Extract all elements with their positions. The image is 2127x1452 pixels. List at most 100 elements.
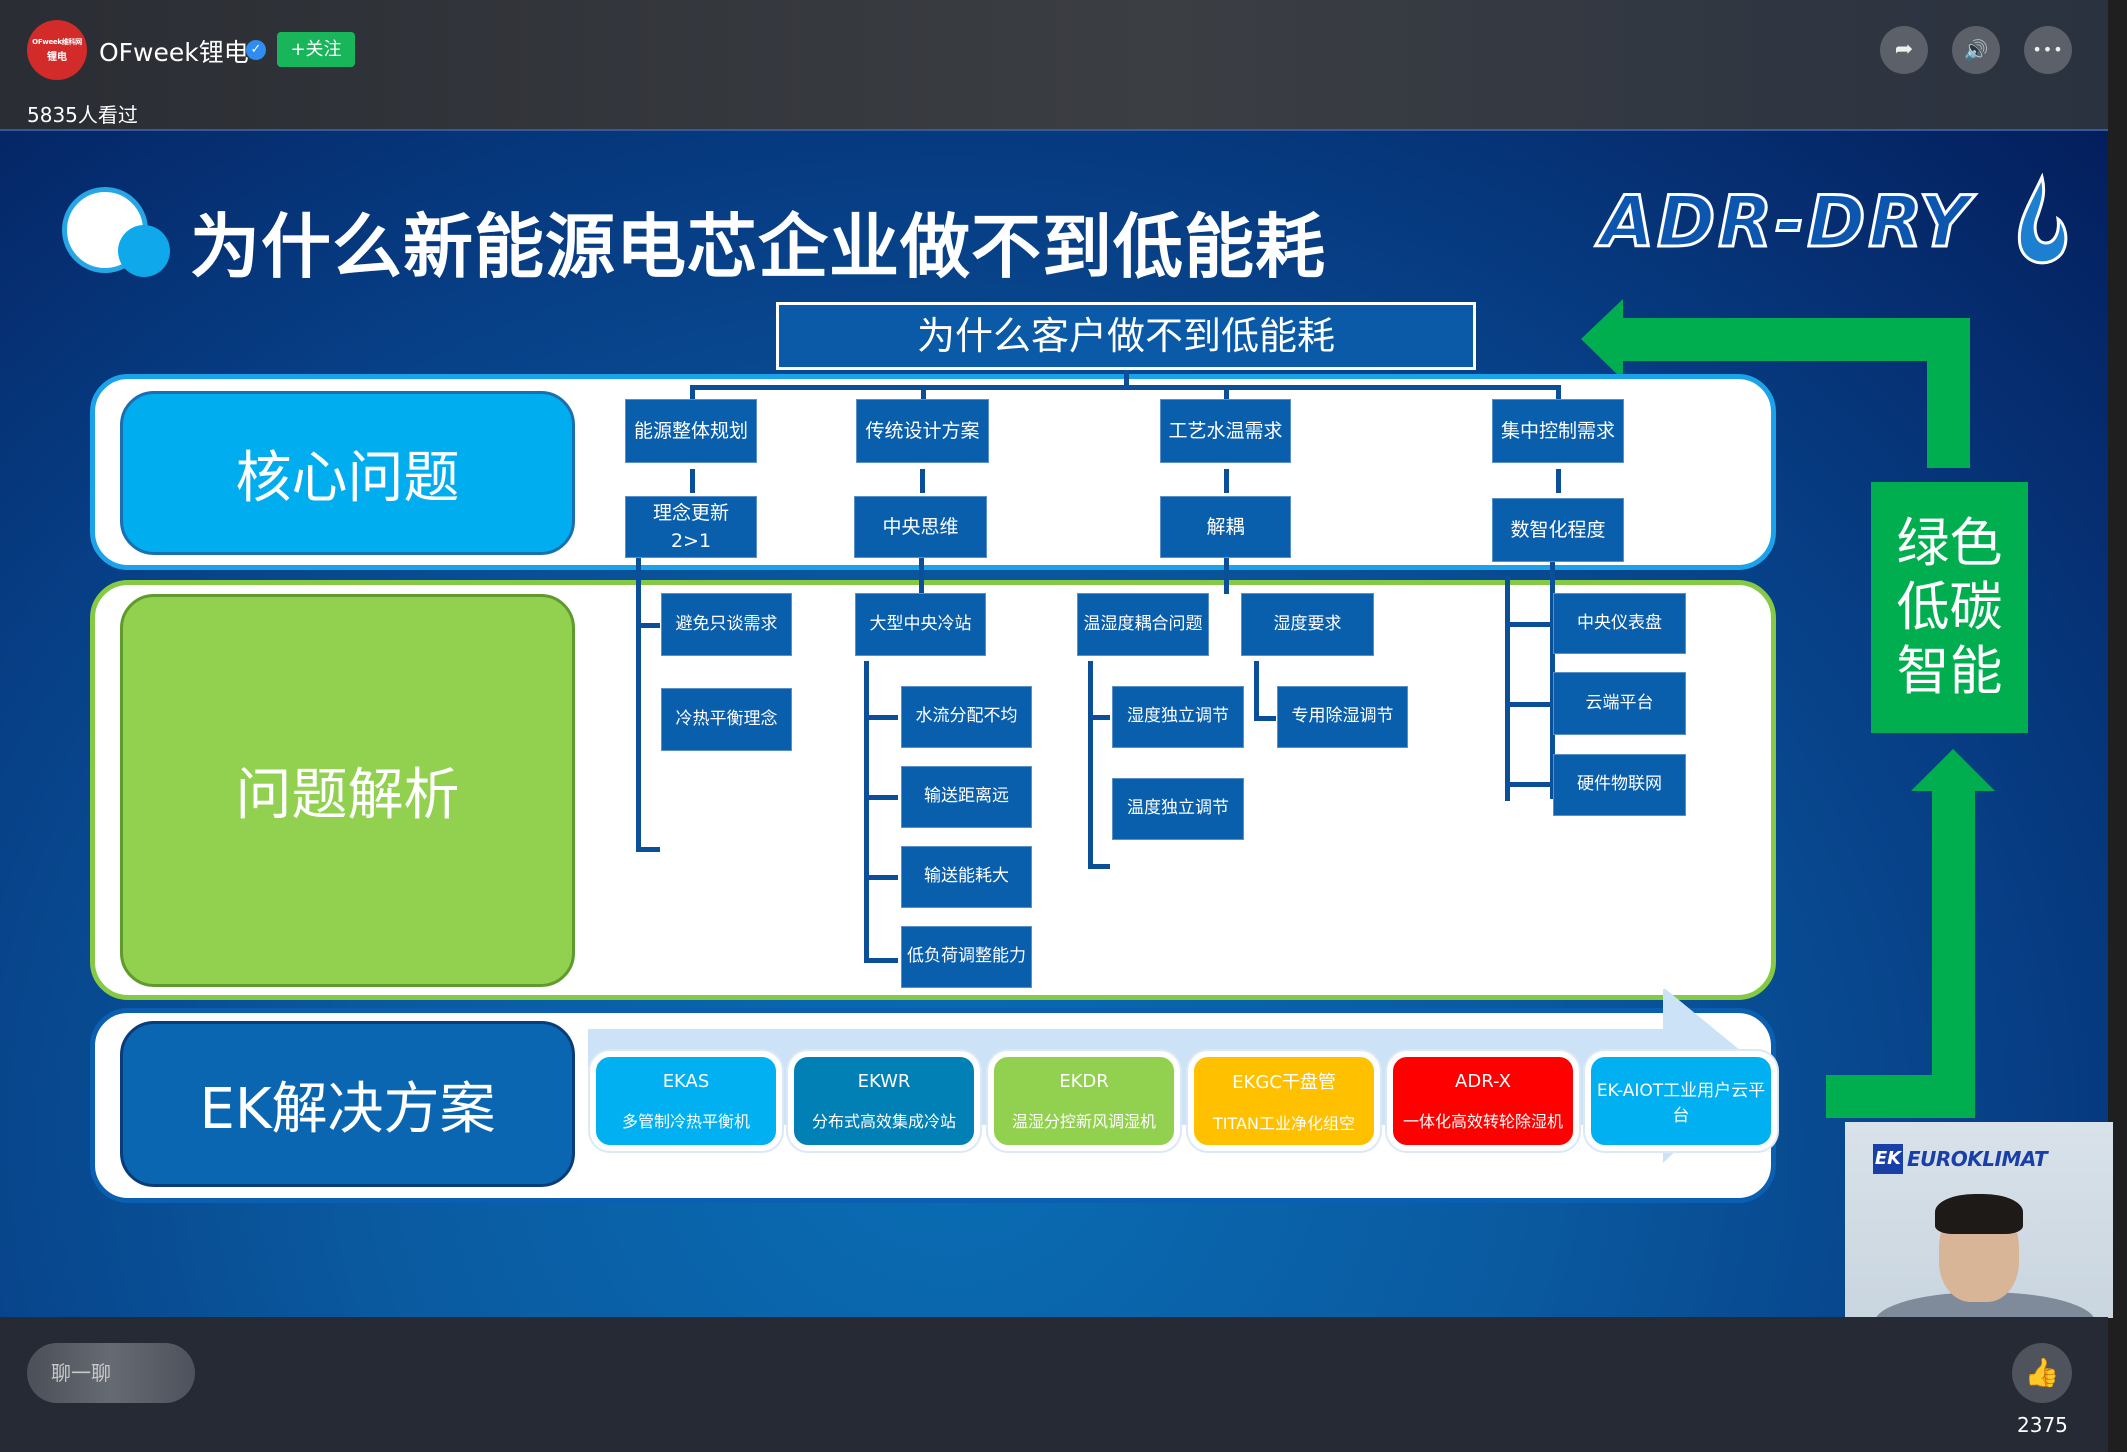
core-node-top: 集中控制需求 [1492, 399, 1624, 463]
analysis-node: 输送距离远 [901, 766, 1032, 828]
connector-line [921, 385, 926, 401]
solution-desc: 分布式高效集成冷站 [811, 1111, 956, 1131]
like-button[interactable]: 👍 [2012, 1343, 2072, 1403]
solution-card-ekas: EKAS 多管制冷热平衡机 [590, 1051, 782, 1151]
solution-code: EKWR [857, 1070, 911, 1092]
adr-dry-logo: ADR-DRY [1599, 180, 1973, 265]
connector-line [1088, 715, 1110, 720]
analysis-node-head: 大型中央冷站 [855, 593, 986, 656]
core-label: 核心问题 [120, 391, 575, 555]
connector-line [1088, 864, 1110, 869]
connector-line [1505, 782, 1551, 787]
chat-input-button[interactable]: 聊一聊 [27, 1343, 195, 1403]
core-node-bottom: 理念更新 2>1 [625, 496, 757, 558]
connector-line [690, 469, 695, 493]
core-node-bottom: 解耦 [1160, 496, 1291, 558]
connector-line [1224, 385, 1229, 401]
view-count: 5835人看过 [27, 103, 138, 127]
solution-desc: TITAN工业净化组空 [1213, 1114, 1355, 1133]
like-count: 2375 [2017, 1413, 2068, 1437]
more-icon: ••• [2032, 40, 2064, 59]
analysis-node: 云端平台 [1553, 672, 1686, 735]
analysis-node-head: 湿度要求 [1241, 593, 1374, 656]
follow-button[interactable]: +关注 [277, 32, 355, 67]
core-node-bottom: 数智化程度 [1492, 498, 1624, 562]
connector-line [1088, 661, 1093, 869]
connector-line [636, 558, 641, 852]
avatar-text-bottom: 锂电 [47, 52, 67, 63]
connector-line [636, 847, 660, 852]
connector-line [864, 795, 898, 800]
solution-code: EKGC干盘管 [1232, 1072, 1336, 1093]
connector-line [1505, 622, 1551, 627]
core-node-bottom: 中央思维 [854, 496, 987, 558]
analysis-node: 水流分配不均 [901, 686, 1032, 748]
analysis-node: 专用除湿调节 [1277, 686, 1408, 748]
analysis-node: 低负荷调整能力 [901, 926, 1032, 988]
core-node-top: 能源整体规划 [625, 399, 757, 463]
analysis-node: 硬件物联网 [1553, 754, 1686, 816]
thumbs-up-icon: 👍 [2024, 1356, 2060, 1389]
solution-card-ekaiot: EK-AIOT工业用户云平台 [1585, 1051, 1777, 1151]
solution-desc: 多管制冷热平衡机 [621, 1111, 750, 1131]
solution-card-ekgc: EKGC干盘管 TITAN工业净化组空 [1188, 1051, 1380, 1151]
subtitle-box: 为什么客户做不到低能耗 [776, 302, 1476, 370]
solution-desc: EK-AIOT工业用户云平台 [1596, 1081, 1766, 1126]
euroklimat-logo-text: EUROKLIMAT [1907, 1147, 2048, 1171]
connector-line [864, 875, 898, 880]
connector-line [1124, 370, 1129, 388]
share-button[interactable]: ➦ [1880, 26, 1928, 74]
connector-line [920, 469, 925, 493]
analysis-node: 避免只谈需求 [661, 593, 792, 656]
title-bubble-icon [62, 187, 148, 273]
bottom-up-arrow [1826, 749, 1995, 1118]
presenter-webcam: EK EUROKLIMAT [1845, 1122, 2113, 1318]
more-button[interactable]: ••• [2024, 26, 2072, 74]
solution-card-adrx: ADR-X 一体化高效转轮除湿机 [1387, 1051, 1579, 1151]
connector-line [1550, 562, 1555, 799]
analysis-node-head: 温湿度耦合问题 [1077, 593, 1209, 656]
connector-line [864, 661, 869, 963]
slide-title: 为什么新能源电芯企业做不到低能耗 [190, 206, 1326, 288]
euroklimat-logo-box: EK [1873, 1144, 1903, 1174]
green-loop-arrows [1581, 299, 1995, 1118]
solution-desc: 一体化高效转轮除湿机 [1402, 1111, 1563, 1131]
green-box-line-3: 智能 [1896, 640, 2003, 702]
analysis-node: 湿度独立调节 [1112, 686, 1244, 748]
avatar-text-top: OFweek维科网 [32, 38, 82, 46]
solution-arrow-band [588, 989, 1763, 1163]
solution-label: EK解决方案 [120, 1021, 575, 1187]
connector-line [1254, 661, 1259, 721]
solution-code: EKAS [662, 1070, 710, 1092]
bottom-bar [0, 1317, 2108, 1452]
green-box-line-1: 绿色 [1896, 512, 2003, 574]
share-icon: ➦ [1894, 37, 1914, 62]
solution-desc: 温湿分控新风调湿机 [1011, 1111, 1156, 1131]
solution-code: ADR-X [1455, 1070, 1511, 1092]
top-left-arrow [1581, 299, 1970, 468]
analysis-node: 冷热平衡理念 [661, 688, 792, 751]
presentation-slide: 为什么新能源电芯企业做不到低能耗 ADR-DRY 绿色 低碳 智能 核心问题 问… [0, 129, 2108, 1319]
solution-card-ekwr: EKWR 分布式高效集成冷站 [788, 1051, 980, 1151]
connector-line [1224, 469, 1229, 493]
solution-code: EKDR [1059, 1070, 1109, 1092]
solution-card-ekdr: EKDR 温湿分控新风调湿机 [988, 1051, 1180, 1151]
connector-line [636, 623, 660, 628]
green-box-line-2: 低碳 [1896, 576, 2003, 638]
verified-badge-icon: ✓ [246, 40, 266, 60]
sound-button[interactable]: 🔊 [1952, 26, 2000, 74]
core-node-top: 工艺水温需求 [1160, 399, 1291, 463]
channel-avatar[interactable]: OFweek维科网 锂电 [27, 20, 87, 80]
connector-line [864, 958, 898, 963]
connector-line [919, 558, 924, 594]
water-drop-icon [2017, 173, 2068, 265]
presenter-hair [1935, 1194, 2023, 1234]
connector-line [1505, 576, 1510, 801]
analysis-node: 中央仪表盘 [1553, 593, 1686, 654]
right-edge-strip [2108, 0, 2127, 1452]
connector-line [1224, 558, 1229, 594]
channel-name[interactable]: OFweek锂电 [99, 38, 249, 67]
connector-line [864, 715, 898, 720]
connector-line [1556, 385, 1561, 401]
title-bubble-small-icon [118, 225, 170, 277]
